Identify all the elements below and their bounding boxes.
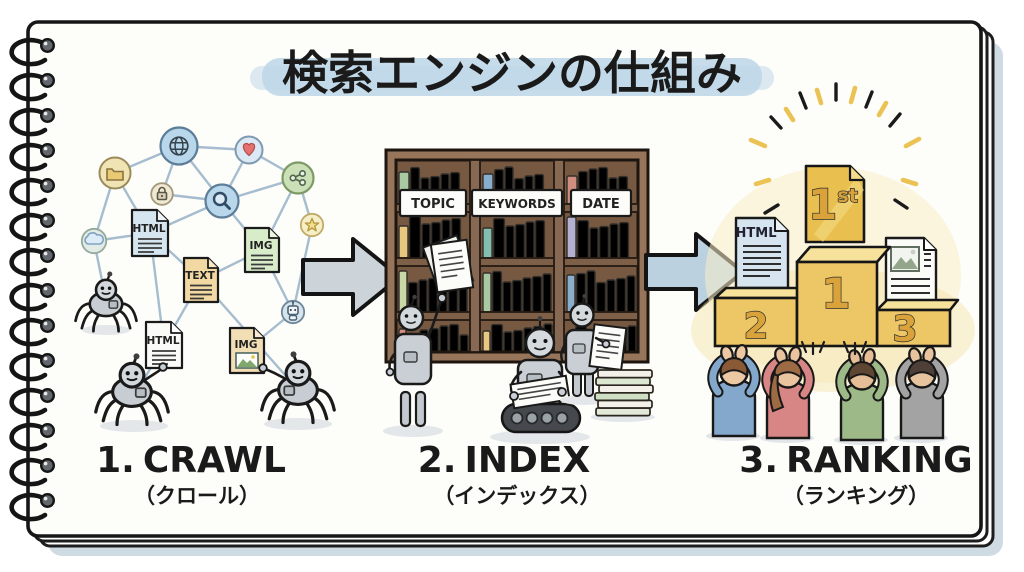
folder-icon	[98, 156, 132, 190]
robot-shadow	[264, 418, 332, 430]
shelf-label-keywords: KEYWORDS	[470, 188, 564, 218]
img-document-held: IMG	[228, 326, 266, 375]
svg-text:IMG: IMG	[250, 240, 273, 252]
step-labels: 1.CRAWL （クロール） 2.INDEX （インデックス） 3.RANKIN…	[96, 440, 973, 508]
shelf-label-topic: TOPIC	[398, 188, 468, 218]
svg-text:1st: 1st	[808, 180, 858, 229]
cloud-icon	[80, 227, 108, 255]
audience	[706, 342, 948, 445]
podium-block-third	[875, 298, 960, 348]
svg-text:HTML: HTML	[146, 335, 179, 347]
network-edges	[92, 144, 314, 392]
audience-person-3	[841, 348, 883, 440]
shelf-divider	[469, 159, 481, 353]
podium: 1 2 3	[713, 245, 960, 351]
index-illustration: TOPIC KEYWORDS DATE	[383, 148, 655, 444]
index-step-label: 2.INDEX	[418, 440, 591, 481]
shelf-divider	[553, 159, 565, 353]
podium-block-second	[713, 286, 808, 348]
robot-shadow	[100, 420, 168, 432]
ranking-html-document: HTML	[734, 216, 790, 290]
index-step-reading: （インデックス）	[433, 484, 600, 508]
robot-shadow	[82, 325, 130, 335]
svg-text:DATE: DATE	[582, 197, 620, 212]
audience-person-4	[901, 346, 943, 438]
audience-person-1	[713, 344, 755, 436]
star-icon	[299, 212, 325, 238]
page-title: 検索エンジンの仕組み	[282, 46, 742, 100]
svg-text:KEYWORDS: KEYWORDS	[478, 197, 555, 211]
shelf-bar	[395, 257, 639, 267]
magnifier-icon	[204, 183, 240, 219]
podium-number-2: 2	[743, 306, 768, 347]
heart-icon	[234, 135, 264, 165]
shine-rays	[748, 82, 922, 215]
shelf-bar	[395, 311, 639, 321]
robot-hand	[158, 362, 168, 372]
svg-text:HTML: HTML	[736, 226, 777, 241]
text-document-network: TEXT	[182, 256, 220, 304]
svg-text:HTML: HTML	[132, 223, 165, 235]
img-document-network: IMG	[243, 226, 281, 274]
first-place-document: 1st	[804, 164, 866, 244]
crawl-step-reading: （クロール）	[134, 484, 260, 508]
podium-number-3: 3	[892, 309, 917, 350]
podium-number-1: 1	[821, 269, 850, 318]
robot-hand	[258, 363, 268, 373]
crawl-illustration: HTML TEXT IMG HTML IMG	[74, 126, 336, 432]
ranking-step-reading: （ランキング）	[783, 484, 929, 508]
held-papers	[421, 234, 475, 294]
podium-block-first	[795, 245, 892, 348]
html-document-held: HTML	[144, 320, 184, 370]
shelf-label-date: DATE	[569, 188, 633, 218]
page-title-group: 検索エンジンの仕組み	[250, 46, 774, 100]
ranking-image-document	[884, 236, 938, 310]
index-robot-tracked	[490, 316, 590, 444]
svg-text:TEXT: TEXT	[185, 270, 215, 282]
lock-icon	[150, 182, 174, 206]
index-robot-left	[383, 234, 475, 437]
share-icon	[281, 161, 315, 195]
book-stack	[591, 369, 655, 422]
svg-text:TOPIC: TOPIC	[411, 197, 455, 212]
crawl-step-label: 1.CRAWL	[96, 440, 286, 481]
robot-icon	[280, 299, 306, 325]
html-document-network: HTML	[130, 208, 170, 258]
title-highlight-wash	[250, 66, 774, 90]
svg-text:IMG: IMG	[235, 339, 258, 351]
globe-icon	[159, 126, 199, 166]
audience-person-2	[767, 346, 809, 438]
ranking-illustration: 1st HTML	[691, 82, 975, 445]
index-robot-right	[560, 294, 628, 405]
ranking-step-label: 3.RANKING	[739, 440, 972, 481]
